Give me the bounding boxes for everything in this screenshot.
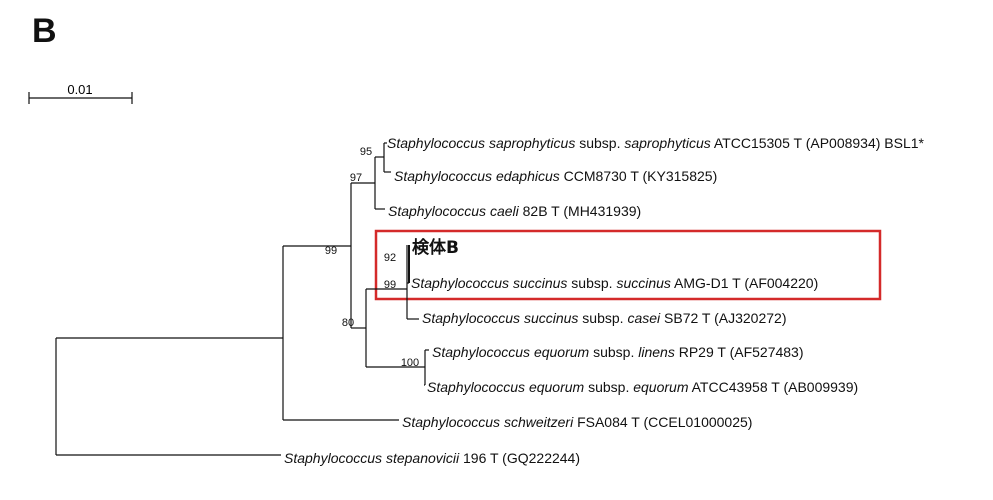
leaf-label-part: Staphylococcus stepanovicii	[284, 450, 460, 466]
leaf-label-part: subsp.	[589, 344, 638, 360]
bootstrap-values: 95 97 99 92 99 80 100	[325, 146, 419, 369]
panel-label: B	[32, 12, 57, 50]
leaf-label-part: Staphylococcus succinus	[422, 310, 578, 326]
bootstrap-value: 99	[325, 245, 337, 257]
leaf-label-part: equorum	[633, 379, 689, 395]
leaf-label-linens: Staphylococcus equorum subsp. linens RP2…	[432, 344, 804, 360]
leaf-label-sapro: Staphylococcus saprophyticus subsp. sapr…	[387, 135, 925, 151]
leaf-label-schw: Staphylococcus schweitzeri FSA084 T (CCE…	[402, 414, 752, 430]
scale-bar-label: 0.01	[67, 82, 92, 97]
scale-bar: 0.01	[28, 82, 133, 104]
leaf-label-part: AMG-D1 T (AF004220)	[671, 275, 818, 291]
leaf-label-part: RP29 T (AF527483)	[675, 344, 804, 360]
bootstrap-value: 80	[342, 317, 354, 329]
leaf-label-part: 82B T (MH431939)	[519, 203, 641, 219]
bootstrap-value: 100	[401, 357, 419, 369]
leaf-label-part: Staphylococcus equorum	[427, 379, 585, 395]
leaf-label-part: saprophyticus	[624, 135, 710, 151]
leaf-label-part: Staphylococcus caeli	[388, 203, 520, 219]
leaf-label-casei: Staphylococcus succinus subsp. casei SB7…	[422, 310, 786, 326]
leaf-label-caeli: Staphylococcus caeli 82B T (MH431939)	[388, 203, 641, 219]
tree-branches	[55, 142, 429, 456]
bootstrap-value: 92	[384, 252, 396, 264]
leaf-label-part: Staphylococcus succinus	[411, 275, 567, 291]
leaf-label-part: Staphylococcus edaphicus	[394, 168, 560, 184]
leaf-label-part: ATCC43958 T (AB009939)	[689, 379, 859, 395]
sample-highlight-box	[374, 229, 882, 301]
leaf-label-part: Staphylococcus schweitzeri	[402, 414, 574, 430]
leaf-label-part: casei	[627, 310, 661, 326]
leaf-label-part: subsp.	[584, 379, 633, 395]
leaf-label-step: Staphylococcus stepanovicii 196 T (GQ222…	[284, 450, 580, 466]
leaf-label-part: 196 T (GQ222244)	[459, 450, 580, 466]
bootstrap-value: 95	[360, 146, 372, 158]
bootstrap-value: 97	[350, 172, 362, 184]
leaf-label-part: Staphylococcus equorum	[432, 344, 590, 360]
leaf-label-equorum: Staphylococcus equorum subsp. equorum AT…	[427, 379, 858, 395]
leaf-label-part: subsp.	[575, 135, 624, 151]
leaf-label-part: SB72 T (AJ320272)	[660, 310, 786, 326]
leaf-label-part: subsp.	[567, 275, 616, 291]
leaf-labels: Staphylococcus saprophyticus subsp. sapr…	[284, 135, 925, 466]
leaf-label-part: ATCC15305 T (AP008934) BSL1*	[711, 135, 925, 151]
leaf-label-edaph: Staphylococcus edaphicus CCM8730 T (KY31…	[394, 168, 717, 184]
leaf-label-sample: 検体B	[412, 237, 459, 258]
leaf-label-part: FSA084 T (CCEL01000025)	[573, 414, 752, 430]
leaf-label-part: succinus	[616, 275, 670, 291]
leaf-label-part: subsp.	[578, 310, 627, 326]
leaf-label-part: CCM8730 T (KY315825)	[560, 168, 717, 184]
bootstrap-value: 99	[384, 279, 396, 291]
leaf-label-part: linens	[638, 344, 675, 360]
leaf-label-part: 検体B	[412, 237, 459, 258]
leaf-label-part: Staphylococcus saprophyticus	[387, 135, 575, 151]
leaf-label-succ: Staphylococcus succinus subsp. succinus …	[411, 275, 818, 291]
